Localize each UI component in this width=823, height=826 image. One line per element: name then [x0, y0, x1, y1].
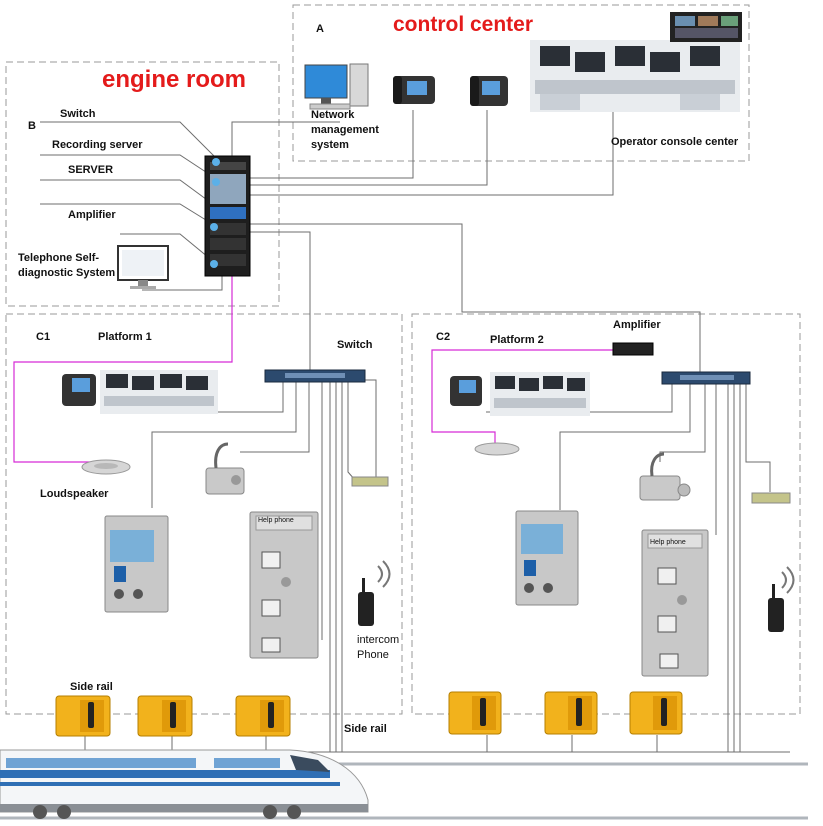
- gooseneck-microphone-icon: [205, 442, 245, 495]
- platform2-ip-phone-icon: [450, 376, 482, 406]
- platform2-ceiling-loudspeaker-icon: [474, 442, 520, 456]
- platform2-title: Platform 2: [490, 334, 544, 346]
- control-center-title: control center: [393, 13, 534, 36]
- recording-server-label: Recording server: [52, 139, 143, 151]
- help-phone-panel-icon: [249, 511, 319, 659]
- operator-console-label: Operator console center: [611, 136, 739, 148]
- video-help-point-icon: [104, 515, 169, 613]
- server-rack-icon: [204, 155, 251, 277]
- help-phone-text-platform1: Help phone: [258, 517, 294, 524]
- ceiling-loudspeaker-icon: [81, 459, 131, 475]
- zone-letter-c2: C2: [436, 331, 451, 343]
- control-center-zone: [292, 4, 750, 162]
- platform2-switch-icon: [661, 371, 751, 385]
- rail-phone-icon: [235, 695, 291, 737]
- wireless-access-point-icon: [351, 476, 389, 487]
- platform1-switch-icon: [264, 369, 366, 383]
- engine-room-title: engine room: [102, 66, 247, 93]
- platform1-ip-phone-icon: [62, 374, 96, 406]
- ip-phone-icon: [393, 76, 435, 104]
- platform2-video-help-point-icon: [515, 510, 579, 606]
- platform2-wireless-access-point-icon: [751, 492, 791, 504]
- zone-letter-a: A: [316, 23, 324, 35]
- engine-room-zone: [5, 61, 280, 307]
- rail-phone-icon: [137, 695, 193, 737]
- diagnostic-monitor-icon: [117, 245, 169, 289]
- rail-phone-icon: [544, 691, 598, 735]
- platform1-switch-label: Switch: [337, 339, 373, 351]
- platform2-console-icon: [490, 372, 590, 416]
- rail-phone-icon: [55, 695, 111, 737]
- intercom-phone-label: intercom Phone: [357, 634, 400, 661]
- self-diagnostic-label: Telephone Self-diagnostic System: [18, 252, 116, 279]
- audio-cables: [13, 272, 613, 463]
- side-rail-label-platform2: Side rail: [344, 723, 387, 735]
- platform2-amplifier-icon: [612, 342, 654, 356]
- zone-letter-c1: C1: [36, 331, 51, 343]
- platform2-help-phone-panel-icon: [641, 529, 709, 677]
- rail-phone-icon: [629, 691, 683, 735]
- platform2-gooseneck-microphone-icon: [639, 452, 691, 501]
- network-management-pc-icon: [304, 63, 369, 110]
- platform1-zone: [5, 313, 403, 715]
- platform2-amplifier-label: Amplifier: [613, 319, 661, 331]
- video-wall-monitor-icon: [670, 12, 742, 42]
- platform2-zone: [411, 313, 801, 715]
- server-label: SERVER: [68, 164, 114, 176]
- side-rail-label-platform1: Side rail: [70, 681, 113, 693]
- network-management-label: Network management system: [311, 109, 379, 151]
- help-phone-text-platform2: Help phone: [650, 539, 686, 546]
- zone-letter-b: B: [28, 120, 36, 132]
- engine-switch-label: Switch: [60, 108, 96, 120]
- rail-phone-icon: [448, 691, 502, 735]
- platform1-console-icon: [100, 370, 218, 414]
- walkie-talkie-icon: [358, 560, 391, 626]
- platform1-title: Platform 1: [98, 331, 152, 343]
- ip-phone-icon: [470, 76, 508, 106]
- engine-amplifier-label: Amplifier: [68, 209, 116, 221]
- operator-console-icon: [530, 40, 740, 112]
- high-speed-train-icon: [0, 749, 369, 819]
- network-cables: [40, 105, 790, 753]
- platform2-walkie-talkie-icon: [768, 566, 795, 632]
- loudspeaker-label: Loudspeaker: [40, 488, 109, 500]
